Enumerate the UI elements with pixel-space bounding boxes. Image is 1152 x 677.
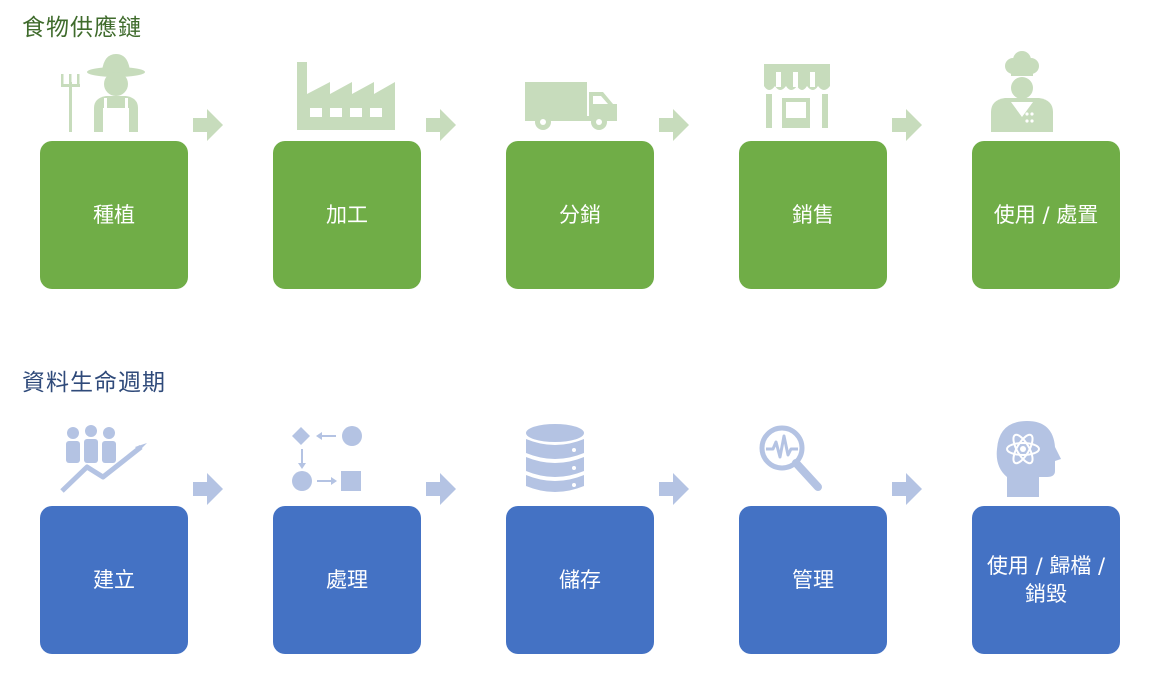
data-step-create: 建立 [40,506,188,654]
flow-arrow-icon [659,472,689,506]
step-label: 管理 [792,567,834,592]
data-step-manage: 管理 [739,506,887,654]
magnifier-analytics-icon [758,411,868,501]
factory-icon [292,42,402,132]
data-lifecycle-title: 資料生命週期 [22,370,166,396]
food-step-sales: 銷售 [739,141,887,289]
database-icon [525,411,635,501]
flow-arrow-icon [193,108,223,142]
flow-arrow-icon [659,108,689,142]
step-label: 銷售 [792,202,834,227]
food-step-processing: 加工 [273,141,421,289]
head-atom-icon [991,411,1101,501]
food-step-planting: 種植 [40,141,188,289]
farmer-icon [59,42,169,132]
step-label: 處理 [326,567,368,592]
data-step-store: 儲存 [506,506,654,654]
truck-icon [525,42,635,132]
flow-arrow-icon [193,472,223,506]
process-flow-icon [292,411,402,501]
step-label: 種植 [93,202,135,227]
people-growth-icon [59,411,169,501]
flow-arrow-icon [892,108,922,142]
step-label: 分銷 [559,202,601,227]
step-label: 使用 / 歸檔 / 銷毀 [986,553,1106,606]
step-label: 加工 [326,202,368,227]
data-step-use-archive-destroy: 使用 / 歸檔 / 銷毀 [972,506,1120,654]
food-step-distribution: 分銷 [506,141,654,289]
data-step-process: 處理 [273,506,421,654]
food-chain-title: 食物供應鏈 [22,15,142,41]
step-label: 使用 / 處置 [993,202,1099,227]
flow-arrow-icon [892,472,922,506]
chef-icon [991,42,1101,132]
step-label: 儲存 [559,567,601,592]
step-label: 建立 [93,567,135,592]
flow-arrow-icon [426,108,456,142]
food-step-use-disposal: 使用 / 處置 [972,141,1120,289]
store-icon [758,42,868,132]
flow-arrow-icon [426,472,456,506]
